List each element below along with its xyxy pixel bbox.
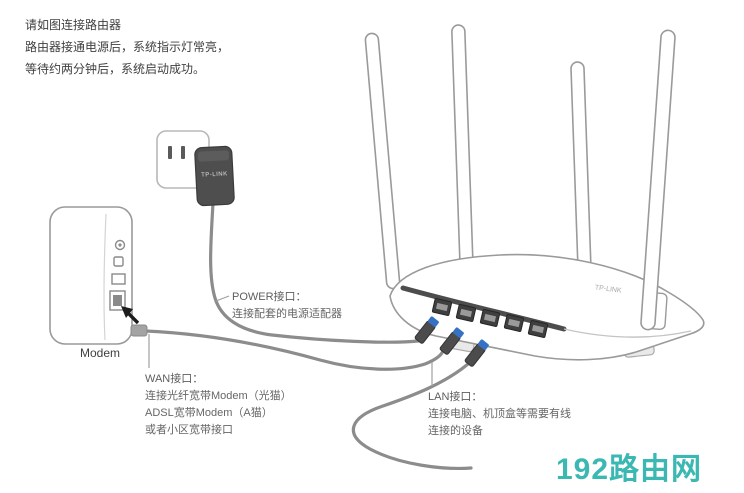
- lan-callout-line: 连接电脑、机顶盒等需要有线: [428, 408, 571, 420]
- callout-power: POWER接口： 连接配套的电源适配器: [232, 289, 342, 323]
- modem-label: Modem: [80, 346, 121, 360]
- intro-line-3: 等待约两分钟后，系统启动成功。: [25, 62, 206, 76]
- socket-slot: [181, 146, 185, 159]
- wan-callout-line: 连接光纤宽带Modem（光猫）: [145, 390, 292, 402]
- modem-seam: [103, 213, 107, 341]
- port-arrow-icon: [121, 306, 140, 325]
- modem-device: [49, 206, 133, 345]
- callout-wan: WAN接口： 连接光纤宽带Modem（光猫） ADSL宽带Modem（A猫） 或…: [145, 371, 292, 439]
- modem-lan-port-inner: [113, 295, 122, 306]
- power-callout-title: POWER接口：: [232, 291, 307, 303]
- modem-button-dot: [118, 243, 122, 247]
- socket-slot: [168, 146, 172, 159]
- ethernet-port: [479, 309, 501, 327]
- wan-callout-line: ADSL宽带Modem（A猫）: [145, 407, 273, 419]
- callout-lan: LAN接口： 连接电脑、机顶盒等需要有线 连接的设备: [428, 389, 571, 440]
- lan-connector: [464, 339, 489, 367]
- watermark-logo: 192路由网: [556, 453, 703, 486]
- callout-leaders: [148, 295, 433, 386]
- power-adapter-device: TP-LINK: [194, 145, 235, 207]
- intro-line-2: 路由器接通电源后，系统指示灯常亮，: [25, 40, 230, 54]
- router-body: [389, 253, 705, 361]
- lan-callout-line: 连接的设备: [428, 425, 483, 437]
- antenna-icon: [364, 32, 401, 290]
- wan-callout-title: WAN接口：: [145, 373, 204, 385]
- adapter-label-strip: [197, 150, 230, 162]
- modem-lan-port: [109, 290, 126, 311]
- ethernet-port: [455, 304, 477, 322]
- power-callout-line: 连接配套的电源适配器: [232, 308, 342, 320]
- modem-power-jack: [113, 256, 124, 267]
- ethernet-port: [527, 320, 549, 338]
- intro-line-1: 请如图连接路由器: [25, 18, 122, 32]
- wan-cable: [144, 329, 445, 371]
- ethernet-port: [503, 314, 525, 332]
- router-brand-label: TP-LINK: [594, 284, 622, 294]
- router-ports: [431, 298, 549, 338]
- modem-button: [114, 239, 126, 251]
- modem-phone-port: [111, 273, 126, 285]
- ethernet-port: [431, 298, 453, 316]
- antenna-icon: [640, 29, 676, 331]
- cables: [144, 201, 473, 470]
- cable-connectors: [414, 316, 489, 367]
- lan-callout-title: LAN接口：: [428, 391, 483, 403]
- router-front-edge: [563, 328, 692, 338]
- adapter-brand-label: TP-LINK: [201, 171, 228, 178]
- lan-cable: [351, 362, 473, 470]
- power-connector: [414, 316, 439, 344]
- modem-body: [49, 206, 133, 345]
- wan-callout-line: 或者小区宽带接口: [145, 424, 233, 436]
- wan-cable-plug: [130, 324, 148, 337]
- wan-connector: [439, 327, 464, 355]
- power-cable: [209, 201, 420, 344]
- power-callout-leader: [215, 295, 230, 302]
- intro-text: 请如图连接路由器 路由器接通电源后，系统指示灯常亮， 等待约两分钟后，系统启动成…: [25, 14, 229, 80]
- antenna-icon: [451, 24, 474, 276]
